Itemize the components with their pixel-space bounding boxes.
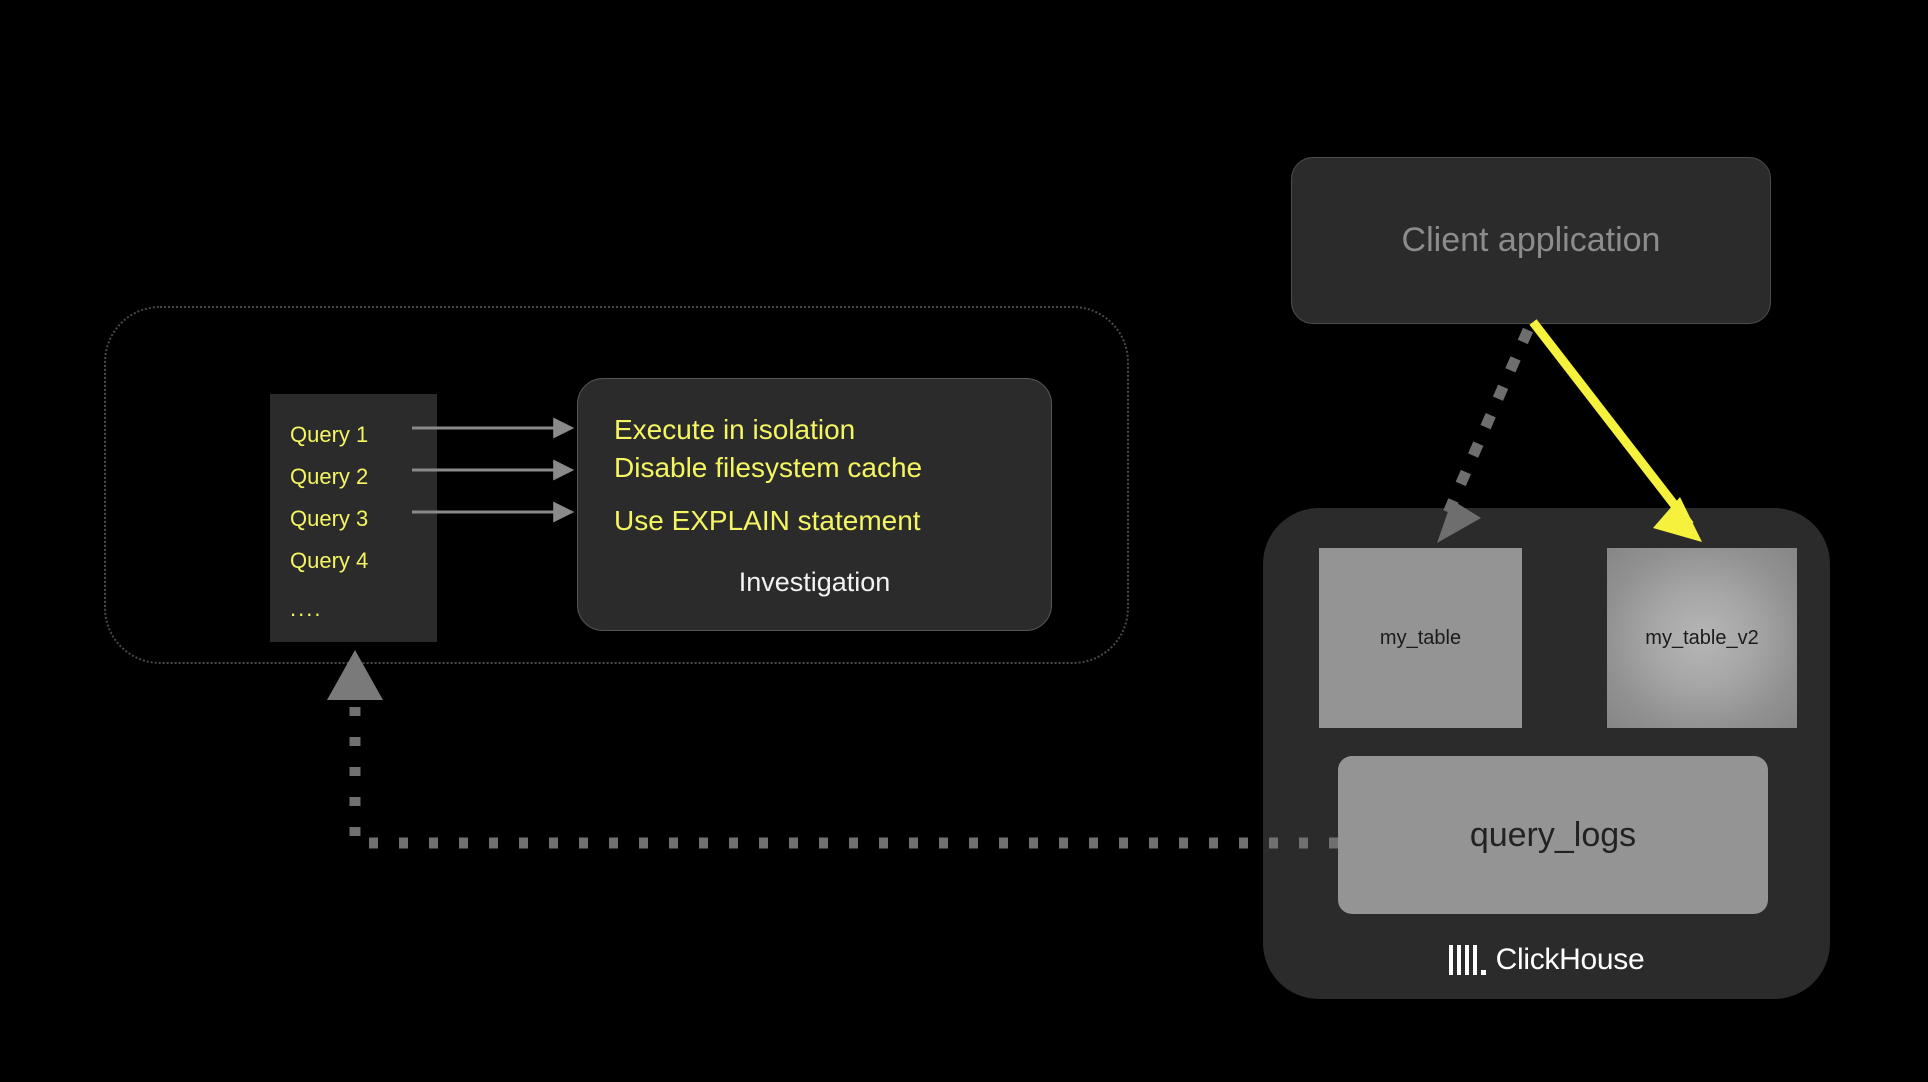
arrow-query-logs-to-query-list — [349, 700, 1338, 849]
table-label: my_table — [1379, 626, 1462, 649]
investigation-step: Use EXPLAIN statement — [614, 505, 921, 536]
list-item: Query 4 — [290, 548, 369, 573]
table-label: my_table_v2 — [1645, 626, 1759, 649]
investigation-card: Execute in isolation Disable filesystem … — [577, 378, 1052, 631]
table-my-table-v2: my_table_v2 — [1607, 548, 1797, 728]
table-query-logs: query_logs — [1338, 756, 1768, 914]
investigation-card-title: Investigation — [738, 567, 891, 597]
clickhouse-panel: my_table my_table_v2 query_logs ClickHou… — [1263, 508, 1830, 999]
clickhouse-logo-text: ClickHouse — [1495, 943, 1645, 976]
list-item-ellipsis: .... — [290, 596, 323, 621]
table-label: query_logs — [1469, 815, 1637, 854]
investigation-group-container — [104, 306, 1129, 664]
arrow-client-to-my-table-v2 — [1529, 319, 1694, 528]
client-application-label: Client application — [1401, 221, 1661, 259]
investigation-step: Execute in isolation — [614, 414, 856, 445]
client-application-card: Client application — [1291, 157, 1771, 324]
list-item: Query 3 — [290, 506, 369, 531]
query-list-card: Query 1 Query 2 Query 3 Query 4 .... — [270, 394, 437, 642]
clickhouse-bars-icon — [1448, 945, 1486, 975]
arrow-client-to-my-table — [1442, 327, 1534, 516]
list-item: Query 1 — [290, 422, 369, 447]
table-my-table: my_table — [1319, 548, 1522, 728]
investigation-step: Disable filesystem cache — [614, 452, 923, 483]
clickhouse-logo: ClickHouse — [1263, 943, 1830, 977]
list-item: Query 2 — [290, 464, 369, 489]
